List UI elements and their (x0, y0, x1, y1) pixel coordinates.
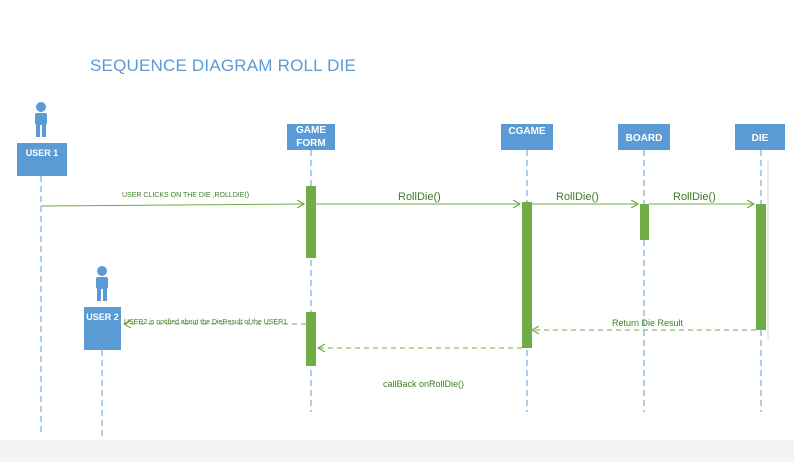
participant-die-label: DIE (751, 132, 769, 144)
diagram-title: SEQUENCE DIAGRAM ROLL DIE (90, 56, 357, 75)
participant-user1: USER 1 (17, 143, 67, 176)
participant-game-form: GAME FORM (287, 124, 335, 150)
participant-game-form-label-1: GAME (296, 125, 326, 136)
participant-cgame-label: CGAME (508, 126, 546, 137)
message-arrow-user-clicks (40, 204, 304, 206)
message-label-notify-user2: USER2 is notified about the DieResult of… (124, 319, 289, 326)
bottom-band (0, 440, 794, 462)
participant-user2-label: USER 2 (86, 312, 119, 322)
participant-die: DIE (735, 124, 785, 150)
activation-game-form-2 (306, 312, 316, 366)
participant-game-form-label-2: FORM (296, 138, 326, 149)
user1-actor-icon (35, 102, 47, 137)
message-label-rolldie-1: RollDie() (398, 191, 441, 203)
activation-cgame (522, 202, 532, 348)
activation-game-form-1 (306, 186, 316, 258)
activation-die (756, 204, 766, 330)
user2-actor-icon (96, 266, 108, 301)
participant-board: BOARD (618, 124, 670, 150)
message-label-callback: callBack onRollDie() (383, 379, 465, 389)
message-label-return-die-result: Return Die Result (612, 318, 684, 328)
participant-user2: USER 2 (84, 307, 121, 350)
participant-user1-label: USER 1 (25, 148, 59, 158)
message-label-user-clicks: USER CLICKS ON THE DIE ,ROLLDIE() (122, 192, 250, 199)
participant-board-label: BOARD (625, 132, 663, 144)
participant-cgame: CGAME (501, 124, 553, 150)
message-label-rolldie-3: RollDie() (673, 191, 716, 203)
message-label-rolldie-2: RollDie() (556, 191, 599, 203)
activation-board (640, 204, 649, 240)
